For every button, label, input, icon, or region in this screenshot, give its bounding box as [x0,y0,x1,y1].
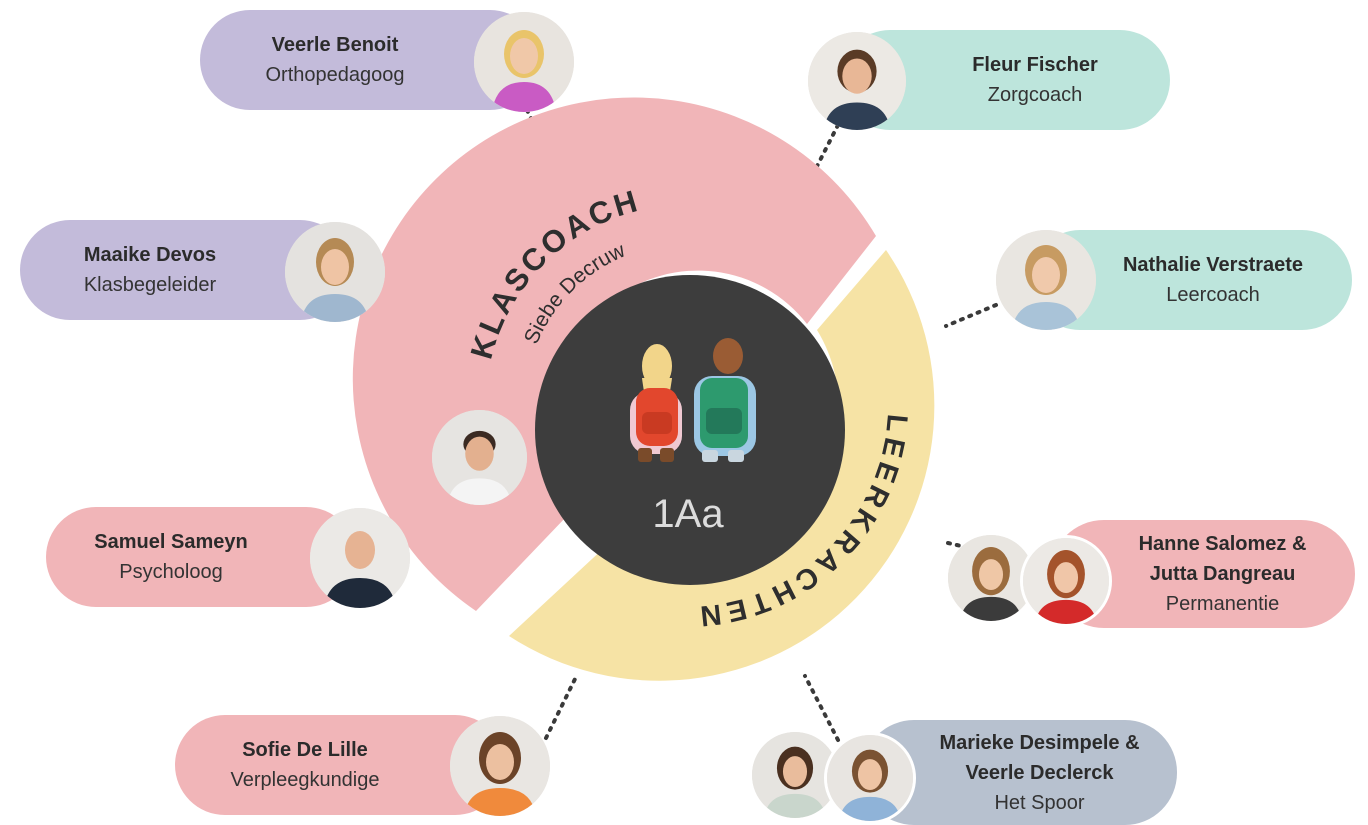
person-role: Klasbegeleider [83,274,217,296]
students-backpack-illustration [630,338,756,462]
class-name-label: 1Aa [652,492,724,536]
person-role: Het Spoor [994,791,1085,814]
person-name-line2: Jutta Dangreau [1149,563,1296,585]
person-role: Leercoach [1166,284,1260,306]
person-role: Zorgcoach [987,84,1083,106]
person-card-samuel-sameyn: Samuel Sameyn Psycholoog [46,507,356,607]
person-photo-hanne-salomez [948,535,1034,621]
person-photo-jutta-dangreau [1020,535,1112,627]
person-photo-sofie-de-lille [450,716,550,816]
person-photo-fleur-fischer [808,32,906,130]
person-role: Orthopedagoog [265,64,405,86]
person-name: Sofie De Lille [242,739,368,761]
person-name-line1: Marieke Desimpele & [939,731,1140,754]
person-role: Psycholoog [119,561,223,583]
person-photo-nathalie-verstraete [996,230,1096,330]
person-name: Samuel Sameyn [94,531,248,553]
class-center-circle [535,275,845,585]
person-name-line2: Veerle Declerck [965,761,1114,784]
person-photo-veerle-declerck [824,732,916,824]
person-photo-veerle-benoit [474,12,574,112]
person-name: Veerle Benoit [271,34,399,56]
person-photo-siebe-decruw [432,410,527,505]
person-role: Verpleegkundige [230,769,380,791]
person-name-line1: Hanne Salomez & [1138,533,1307,555]
leerkrachten-ring-segment [509,250,935,681]
person-name: Nathalie Verstraete [1122,254,1304,276]
person-photo-marieke-desimpele [752,732,838,818]
person-card-fleur-fischer: Fleur Fischer Zorgcoach [840,30,1170,130]
person-photo-samuel-sameyn [310,508,410,608]
person-role: Permanentie [1165,593,1280,615]
person-name: Fleur Fischer [972,54,1098,76]
person-name: Maaike Devos [83,244,217,266]
person-photo-maaike-devos [285,222,385,322]
